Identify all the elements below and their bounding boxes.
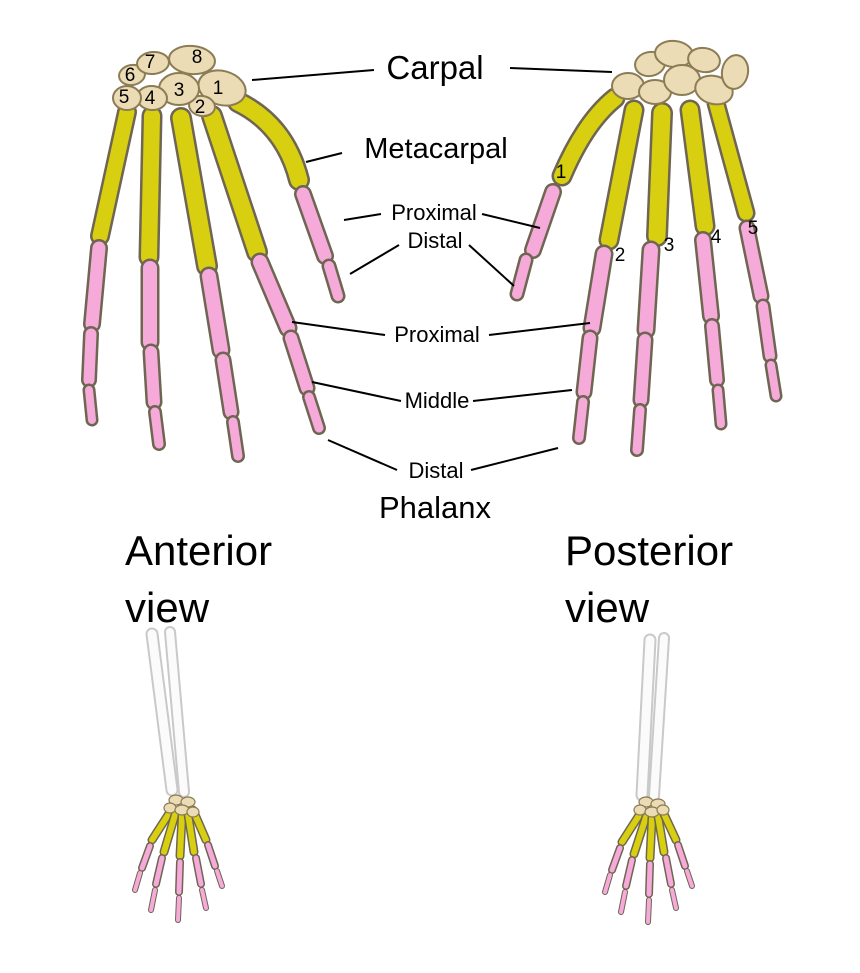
finger-distal-label: Distal: [408, 458, 463, 483]
metacarpal-number-3: 3: [664, 235, 675, 256]
anterior-small-carpals: [163, 794, 200, 818]
anterior-small-metacarpals: [147, 805, 211, 861]
carpal-number-5: 5: [119, 87, 130, 108]
posterior-phalanges: [509, 183, 783, 457]
carpal-number-1: 1: [213, 78, 224, 99]
metacarpal-number-4: 4: [711, 227, 722, 248]
carpal-number-8: 8: [192, 47, 203, 68]
carpal-leader-left: [251, 69, 375, 81]
thumb-proximal-label: Proximal: [391, 200, 477, 225]
thumb-proximal-leader-right: [481, 213, 541, 229]
posterior-small-metacarpals: [617, 807, 681, 863]
posterior-hand: 1 2 3 4 5: [509, 39, 783, 457]
thumb-distal-leader-right: [468, 244, 515, 287]
finger-middle-leader-right: [472, 389, 573, 402]
carpal-number-6: 6: [125, 65, 136, 86]
carpal-number-4: 4: [145, 88, 156, 109]
finger-middle-leader-left: [311, 381, 402, 402]
finger-proximal-leader-right: [488, 322, 591, 336]
posterior-skeleton-small: [602, 632, 695, 925]
carpal-leader-right: [509, 67, 613, 73]
anterior-skeleton-small: [132, 626, 225, 923]
leader-lines: [251, 67, 613, 471]
phalanx-label: Phalanx: [379, 490, 492, 525]
carpal-number-7: 7: [145, 52, 156, 73]
posterior-small-carpals: [633, 796, 670, 818]
posterior-forearm-bones: [635, 632, 670, 802]
posterior-view-label-line1: Posterior: [565, 527, 733, 574]
anterior-carpals: [112, 44, 247, 118]
posterior-metacarpals: [551, 87, 756, 251]
anterior-carpal-numbers: 1 2 3 4 5 6 7 8: [119, 47, 224, 118]
thumb-distal-leader-left: [349, 244, 400, 275]
anterior-metacarpals: [90, 91, 310, 277]
metacarpal-label: Metacarpal: [364, 133, 507, 165]
finger-proximal-leader-left: [291, 321, 386, 336]
finger-distal-leader-right: [470, 447, 559, 471]
finger-middle-label: Middle: [405, 388, 470, 413]
metacarpal-number-2: 2: [615, 245, 626, 266]
metacarpal-leader-left: [305, 152, 343, 163]
posterior-small-phalanges: [602, 841, 695, 925]
anterior-view-label-line1: Anterior: [125, 527, 272, 574]
anterior-hand: 1 2 3 4 5 6 7 8: [81, 44, 346, 463]
anterior-view-label-line2: view: [125, 584, 210, 631]
posterior-view-label-line2: view: [565, 584, 650, 631]
carpal-label: Carpal: [386, 49, 483, 86]
anterior-forearm-bones: [145, 626, 190, 798]
thumb-distal-label: Distal: [407, 228, 462, 253]
anterior-phalanges: [81, 185, 346, 463]
thumb-proximal-leader-left: [343, 213, 382, 221]
labels: Carpal Metacarpal Proximal Distal Proxim…: [364, 49, 507, 525]
finger-proximal-label: Proximal: [394, 322, 480, 347]
metacarpal-number-1: 1: [556, 162, 567, 183]
metacarpal-number-5: 5: [748, 218, 759, 239]
posterior-carpals: [611, 39, 750, 106]
posterior-metacarpal-numbers: 1 2 3 4 5: [556, 162, 759, 266]
carpal-number-3: 3: [174, 80, 185, 101]
view-titles: Anterior view Posterior view: [125, 527, 733, 631]
finger-distal-leader-left: [327, 439, 398, 471]
anterior-small-phalanges: [132, 841, 225, 923]
carpal-number-2: 2: [195, 97, 206, 118]
